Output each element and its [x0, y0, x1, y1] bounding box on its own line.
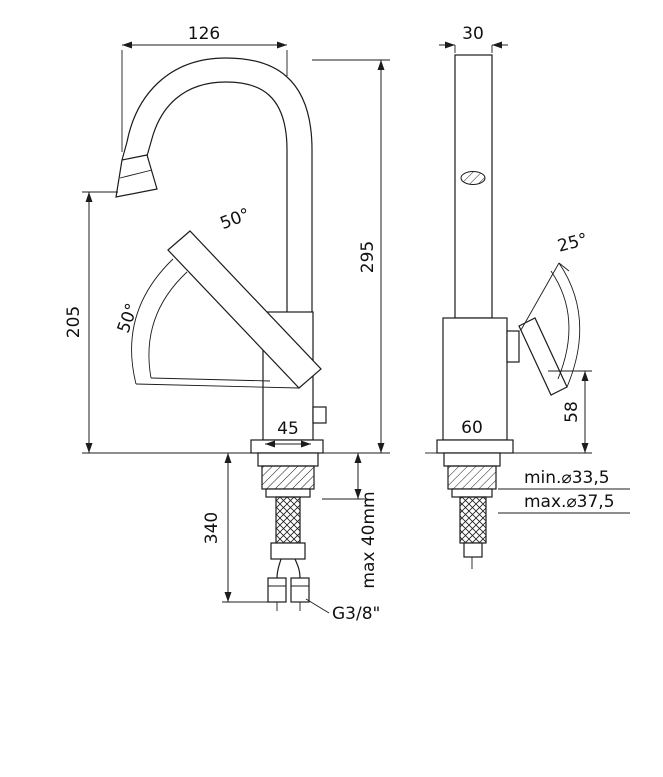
front-view: 50° 50° 126	[64, 24, 390, 624]
side-view: 25° 30 60 58 mi	[425, 24, 630, 569]
spout-column-side	[454, 54, 493, 319]
mounting-hardware-side	[443, 452, 501, 569]
mounting-hardware-front	[257, 452, 319, 560]
base-flange-front	[250, 439, 324, 454]
supply-hoses	[267, 558, 310, 611]
side-pin	[312, 406, 327, 424]
spout-curve	[115, 57, 313, 318]
hose-thread-note: G3/8"	[305, 598, 380, 624]
max-hole-label: max.⌀37,5	[524, 492, 615, 512]
min-hole-label: min.⌀33,5	[524, 468, 610, 488]
dim-spout-reach: 126	[121, 24, 288, 152]
dim-total-height: 295	[312, 59, 390, 453]
aerator-detail	[460, 171, 486, 185]
dim-under-counter-label: 340	[202, 512, 222, 544]
rotation-fan-side	[520, 262, 581, 388]
dim-counter-thickness: max 40mm	[322, 453, 379, 589]
hole-size-notes: min.⌀33,5 max.⌀37,5	[498, 468, 630, 514]
dim-spout-reach-label: 126	[188, 24, 220, 44]
handle-side	[518, 317, 568, 396]
dim-handle-height-label: 58	[562, 401, 582, 423]
dim-body-width-side-label: 60	[461, 418, 483, 438]
dim-handle-height: 58	[425, 370, 592, 454]
spout-outlet	[115, 154, 158, 198]
base-flange-side	[436, 439, 514, 454]
handle-front	[167, 230, 322, 389]
dim-top-width: 30	[439, 24, 508, 53]
rotation-fan-front	[131, 258, 300, 389]
dim-total-height-label: 295	[358, 241, 378, 273]
dim-spout-height: 205	[64, 191, 118, 453]
handle-hub-side	[506, 330, 520, 363]
dim-spout-height-label: 205	[64, 306, 84, 338]
angle-label-side: 25°	[556, 230, 590, 257]
dim-body-width-front: 45	[265, 419, 311, 448]
angle-label-upper: 50°	[218, 205, 253, 234]
dim-body-width-front-label: 45	[277, 419, 299, 439]
dim-top-width-label: 30	[462, 24, 484, 44]
angle-label-lower: 50°	[114, 301, 143, 336]
counter-thickness-label: max 40mm	[359, 491, 379, 588]
dim-under-counter: 340	[202, 453, 268, 603]
hose-thread-label: G3/8"	[332, 604, 380, 624]
